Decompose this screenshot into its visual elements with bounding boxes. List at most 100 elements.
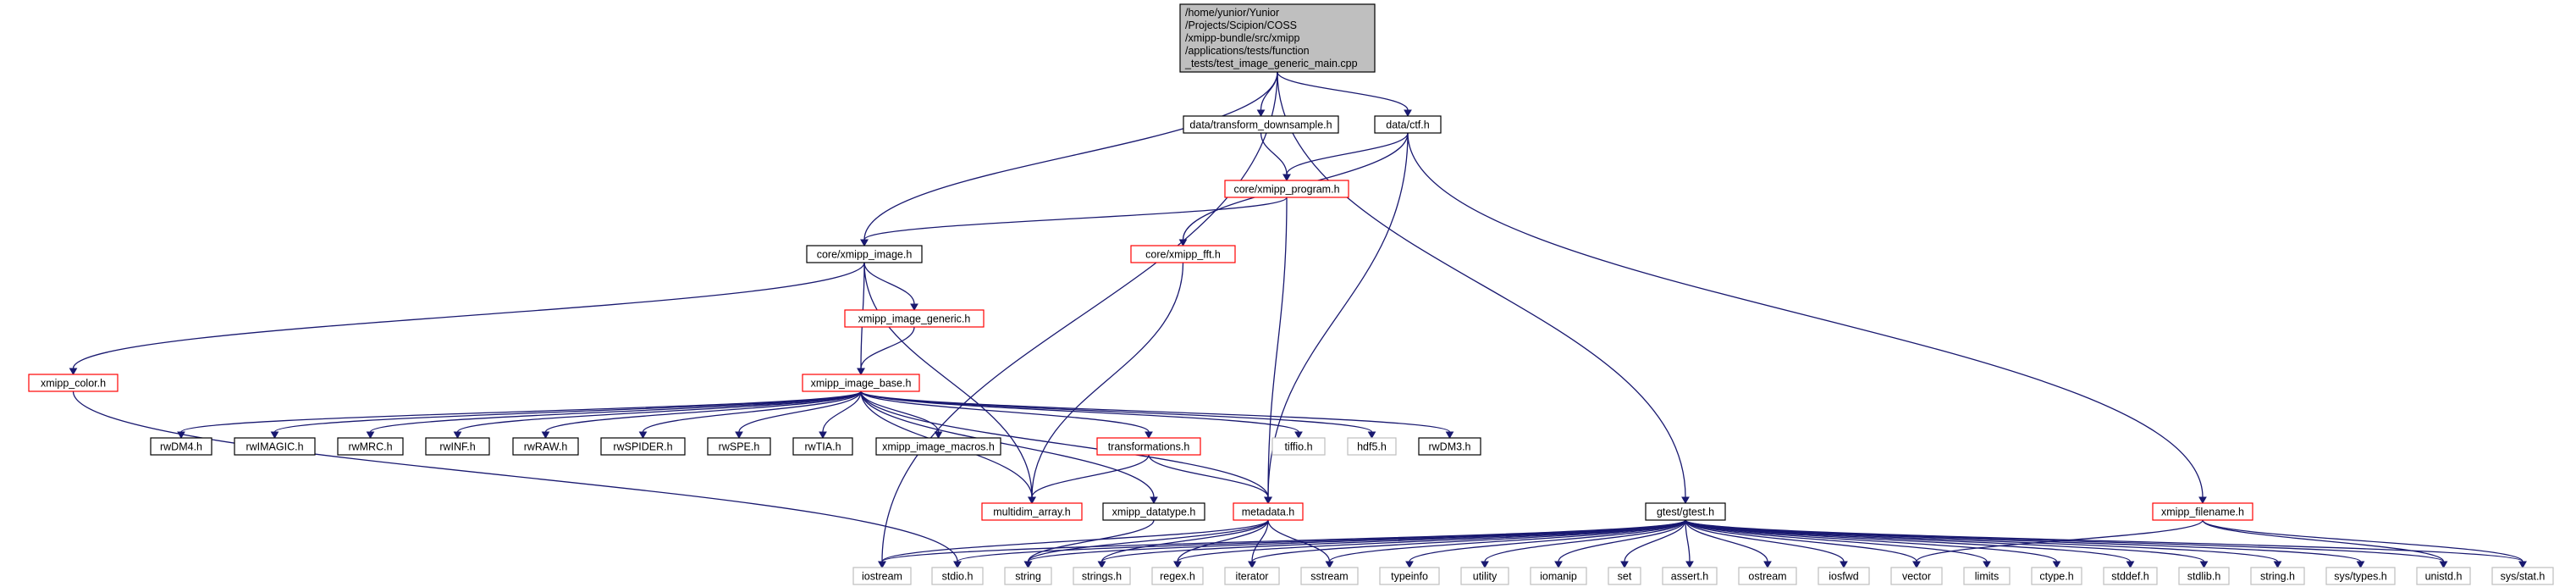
node-rwDM4[interactable]: rwDM4.h	[150, 437, 212, 456]
node-xmipp-fft[interactable]: core/xmipp_fft.h	[1130, 245, 1236, 263]
edge-gtest-to-ostream	[1685, 519, 1772, 569]
node-label-rwDM4: rwDM4.h	[160, 441, 202, 453]
node-label-multidim-array: multidim_array.h	[993, 507, 1071, 518]
node-ctf[interactable]: data/ctf.h	[1374, 115, 1442, 134]
node-label-string-h: string.h	[2260, 571, 2295, 583]
node-metadata[interactable]: metadata.h	[1233, 502, 1304, 521]
node-rwMRC[interactable]: rwMRC.h	[337, 437, 404, 456]
node-box-rwDM4[interactable]	[150, 437, 212, 456]
edge-xmipp-image-base-to-rwSPE	[735, 390, 862, 440]
node-rwDM3[interactable]: rwDM3.h	[1418, 437, 1481, 456]
node-label-hdf5: hdf5.h	[1357, 441, 1387, 453]
node-rwSPE[interactable]: rwSPE.h	[707, 437, 771, 456]
node-box-typeinfo	[1379, 567, 1440, 585]
node-gtest[interactable]: gtest/gtest.h	[1645, 502, 1726, 521]
node-box-rwINF[interactable]	[425, 437, 490, 456]
node-xmipp-datatype[interactable]: xmipp_datatype.h	[1102, 502, 1205, 521]
node-box-transformations[interactable]	[1096, 437, 1201, 456]
node-box-tiffio	[1271, 437, 1326, 456]
node-box-rwTIA[interactable]	[792, 437, 853, 456]
node-transform-downsample[interactable]: data/transform_downsample.h	[1183, 115, 1339, 134]
edge-transform-downsample-to-xmipp-program	[1260, 132, 1291, 182]
node-assert: assert.h	[1662, 567, 1718, 585]
node-label-xmipp-image-base: xmipp_image_base.h	[811, 378, 912, 390]
node-box-rwIMAGIC[interactable]	[234, 437, 316, 456]
node-box-xmipp-datatype[interactable]	[1102, 502, 1205, 521]
node-vector: vector	[1890, 567, 1943, 585]
node-box-stddef	[2103, 567, 2158, 585]
node-xmipp-filename[interactable]: xmipp_filename.h	[2152, 502, 2253, 521]
node-box-iomanip	[1530, 567, 1587, 585]
node-xmipp-image[interactable]: core/xmipp_image.h	[806, 245, 923, 263]
edge-xmipp-image-base-to-rwSPIDER	[638, 390, 862, 440]
node-label-xmipp-color: xmipp_color.h	[41, 378, 106, 390]
node-xmipp-color[interactable]: xmipp_color.h	[28, 374, 119, 392]
node-rwRAW[interactable]: rwRAW.h	[512, 437, 579, 456]
node-xmipp-image-base[interactable]: xmipp_image_base.h	[802, 374, 920, 392]
node-box-ctype	[2031, 567, 2082, 585]
node-box-rwRAW[interactable]	[512, 437, 579, 456]
node-label-string: string	[1015, 571, 1041, 583]
edge-xmipp-image-generic-to-xmipp-image-base	[857, 326, 915, 376]
node-sys-types: sys/types.h	[2325, 567, 2396, 585]
node-box-ctf[interactable]	[1374, 115, 1442, 134]
node-box-rwSPE[interactable]	[707, 437, 771, 456]
node-label-rwTIA: rwTIA.h	[804, 441, 841, 453]
edge-root-to-xmipp-image	[860, 71, 1278, 247]
edge-root-to-gtest	[1277, 71, 1690, 505]
node-box-ostream	[1738, 567, 1797, 585]
node-box-gtest[interactable]	[1645, 502, 1726, 521]
node-label-transform-downsample: data/transform_downsample.h	[1189, 119, 1332, 131]
edge-ctf-to-xmipp-program	[1282, 132, 1409, 182]
node-box-xmipp-filename[interactable]	[2152, 502, 2253, 521]
node-label-xmipp-image-generic: xmipp_image_generic.h	[858, 313, 971, 325]
node-box-multidim-array[interactable]	[981, 502, 1083, 521]
node-rwIMAGIC[interactable]: rwIMAGIC.h	[234, 437, 316, 456]
node-box-root[interactable]	[1179, 3, 1376, 73]
node-box-transform-downsample[interactable]	[1183, 115, 1339, 134]
edge-xmipp-image-base-to-tiffio	[860, 390, 1303, 440]
edge-xmipp-image-base-to-rwINF	[453, 390, 862, 440]
node-utility: utility	[1460, 567, 1509, 585]
node-box-xmipp-program[interactable]	[1224, 180, 1349, 198]
node-strings: strings.h	[1073, 567, 1131, 585]
node-label-root-line-2: /Projects/Scipion/COSS	[1185, 19, 1297, 31]
node-multidim-array[interactable]: multidim_array.h	[981, 502, 1083, 521]
node-box-rwSPIDER[interactable]	[600, 437, 686, 456]
node-box-xmipp-image-generic[interactable]	[844, 309, 985, 328]
node-rwINF[interactable]: rwINF.h	[425, 437, 490, 456]
node-set: set	[1608, 567, 1641, 585]
node-box-limits	[1963, 567, 2011, 585]
node-xmipp-image-generic[interactable]: xmipp_image_generic.h	[844, 309, 985, 328]
edge-xmipp-image-base-to-rwIMAGIC	[270, 390, 862, 440]
node-box-xmipp-image-macros[interactable]	[875, 437, 1001, 456]
node-ctype: ctype.h	[2031, 567, 2082, 585]
edge-gtest-to-string-h	[1685, 519, 2282, 569]
node-box-xmipp-color[interactable]	[28, 374, 119, 392]
node-rwTIA[interactable]: rwTIA.h	[792, 437, 853, 456]
node-label-unistd: unistd.h	[2425, 571, 2463, 583]
edge-root-to-transform-downsample	[1256, 71, 1278, 118]
node-sys-stat: sys/stat.h	[2491, 567, 2554, 585]
node-label-root-line-4: /applications/tests/function	[1185, 45, 1310, 57]
edge-gtest-to-utility	[1481, 519, 1686, 569]
node-transformations[interactable]: transformations.h	[1096, 437, 1201, 456]
node-rwSPIDER[interactable]: rwSPIDER.h	[600, 437, 686, 456]
node-box-vector	[1890, 567, 1943, 585]
node-label-rwSPIDER: rwSPIDER.h	[613, 441, 672, 453]
node-box-rwDM3[interactable]	[1418, 437, 1481, 456]
node-xmipp-image-macros[interactable]: xmipp_image_macros.h	[875, 437, 1001, 456]
node-box-xmipp-image[interactable]	[806, 245, 923, 263]
node-label-gtest: gtest/gtest.h	[1657, 507, 1714, 518]
node-box-rwMRC[interactable]	[337, 437, 404, 456]
node-root[interactable]: /home/yunior/Yunior/Projects/Scipion/COS…	[1179, 3, 1376, 73]
node-layer: /home/yunior/Yunior/Projects/Scipion/COS…	[28, 3, 2554, 585]
node-box-xmipp-fft[interactable]	[1130, 245, 1236, 263]
node-box-metadata[interactable]	[1233, 502, 1304, 521]
node-box-xmipp-image-base[interactable]	[802, 374, 920, 392]
node-label-rwDM3: rwDM3.h	[1428, 441, 1470, 453]
node-xmipp-program[interactable]: core/xmipp_program.h	[1224, 180, 1349, 198]
node-label-iostream: iostream	[862, 571, 902, 583]
node-box-stdlib	[2178, 567, 2230, 585]
edge-gtest-to-set	[1620, 519, 1686, 569]
